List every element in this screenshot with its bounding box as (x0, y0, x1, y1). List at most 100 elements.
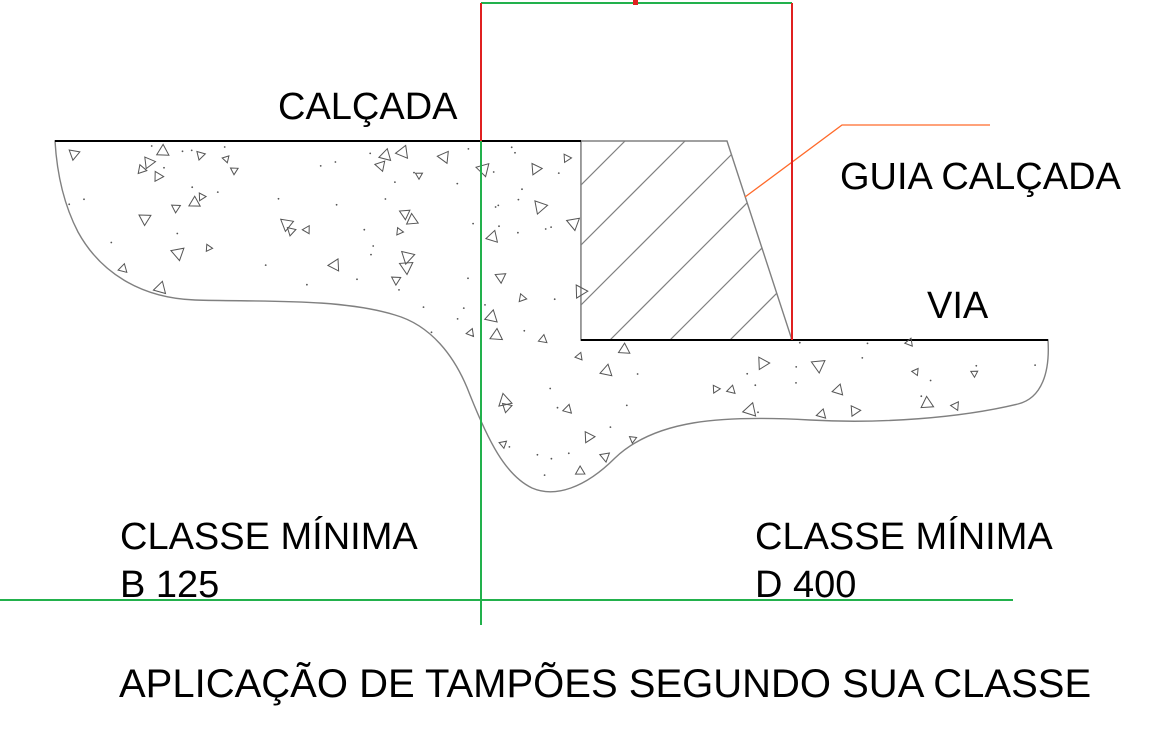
aggregate-triangle (574, 351, 583, 361)
aggregate-triangle (831, 383, 844, 396)
aggregate-triangle (484, 229, 499, 243)
aggregate-dot (636, 373, 639, 375)
classe-right-label: CLASSE MÍNIMA (755, 516, 1053, 558)
aggregate-triangle (170, 204, 182, 214)
aggregate-dot (277, 197, 280, 200)
aggregate-triangle (396, 226, 405, 236)
aggregate-dot (550, 226, 552, 229)
aggregate-dot (306, 283, 308, 286)
aggregate-dot (544, 228, 547, 230)
aggregate-triangle (598, 452, 611, 464)
aggregate-triangle (617, 342, 631, 354)
aggregate-triangle (279, 218, 295, 233)
aggregate-dot (517, 231, 519, 234)
aggregate-triangle (920, 395, 935, 409)
aggregate-dot (467, 148, 470, 150)
aggregate-triangle (712, 384, 722, 394)
aggregate-dot (150, 145, 153, 147)
aggregate-triangle (810, 360, 826, 374)
aggregate-dot (929, 379, 932, 382)
aggregate-triangle (205, 243, 214, 253)
aggregate-dot (264, 264, 267, 266)
aggregate-triangle (850, 404, 862, 418)
aggregate-triangle (400, 250, 416, 266)
aggregate-dot (369, 152, 372, 155)
aggregate-triangle (414, 172, 424, 181)
aggregate-dot (394, 181, 396, 184)
aggregate-dot (430, 331, 433, 334)
aggregate-dot (510, 146, 513, 149)
aggregate-dot (191, 186, 194, 189)
aggregate-dot (319, 165, 322, 167)
aggregate-triangle (949, 400, 959, 412)
aggregate-triangle (188, 195, 202, 207)
aggregate-triangle (599, 363, 613, 377)
aggregate-triangle (68, 149, 81, 162)
aggregate-triangle (498, 392, 513, 407)
aggregate-triangle (377, 147, 392, 162)
aggregate-dot (456, 318, 459, 320)
aggregate-dot (498, 225, 500, 228)
aggregate-triangle (405, 212, 420, 225)
aggregate-triangle (575, 284, 589, 299)
aggregate-dot (866, 342, 869, 345)
aggregate-triangle (394, 144, 409, 159)
calcada-label: CALÇADA (278, 86, 458, 128)
aggregate-dot (567, 452, 570, 455)
aggregate-dot (372, 245, 375, 247)
aggregate-dot (456, 182, 459, 185)
aggregate-dot (1034, 364, 1036, 366)
aggregate-triangle (326, 258, 340, 272)
aggregate-dot (370, 253, 372, 256)
aggregate-dot (422, 306, 425, 308)
aggregate-triangle (758, 356, 771, 371)
aggregate-triangle (155, 143, 170, 156)
drawing-title: APLICAÇÃO DE TAMPÕES SEGUNDO SUA CLASSE (119, 662, 1092, 706)
aggregate-dot (413, 171, 415, 174)
aggregate-triangle (518, 292, 528, 303)
aggregate-triangle (565, 217, 581, 232)
aggregate-dot (757, 411, 759, 414)
aggregate-triangle (301, 224, 310, 235)
aggregate-triangle (286, 226, 297, 237)
aggregate-triangle (398, 209, 411, 221)
aggregate-triangle (137, 163, 148, 175)
aggregate-triangle (465, 327, 475, 338)
aggregate-dot (216, 191, 219, 194)
aggregate-dot (363, 228, 366, 231)
aggregate-dot (163, 166, 165, 169)
aggregate-triangle (563, 153, 573, 164)
aggregate-triangle (501, 402, 513, 414)
aggregate-dot (521, 188, 523, 191)
aggregate-dot (746, 372, 749, 375)
aggregate-triangle (815, 407, 827, 419)
aggregate-dot (181, 150, 184, 153)
aggregate-dot (543, 474, 546, 476)
aggregate-triangle (144, 156, 157, 170)
aggregate-dot (625, 404, 628, 407)
aggregate-triangle (221, 155, 230, 164)
aggregate-texture (68, 143, 1036, 476)
aggregate-triangle (628, 435, 638, 445)
classe-left-label: CLASSE MÍNIMA (120, 516, 418, 558)
aggregate-dot (384, 198, 387, 200)
classe-right-value: D 400 (755, 564, 857, 606)
aggregate-dot (517, 198, 520, 201)
aggregate-dot (920, 395, 923, 398)
aggregate-triangle (169, 247, 185, 262)
aggregate-dot (508, 446, 511, 448)
aggregate-dot (492, 171, 495, 173)
via-label: VIA (927, 285, 989, 327)
aggregate-triangle (198, 192, 208, 202)
guia-leader-line (744, 124, 990, 198)
aggregate-dot (975, 364, 978, 367)
aggregate-dot (83, 198, 85, 201)
aggregate-triangle (229, 167, 239, 176)
aggregate-triangle (489, 327, 504, 341)
aggregate-dot (398, 289, 400, 291)
aggregate-triangle (498, 440, 508, 450)
aggregate-dot (484, 304, 486, 306)
aggregate-dot (798, 341, 801, 344)
aggregate-triangle (531, 162, 544, 176)
